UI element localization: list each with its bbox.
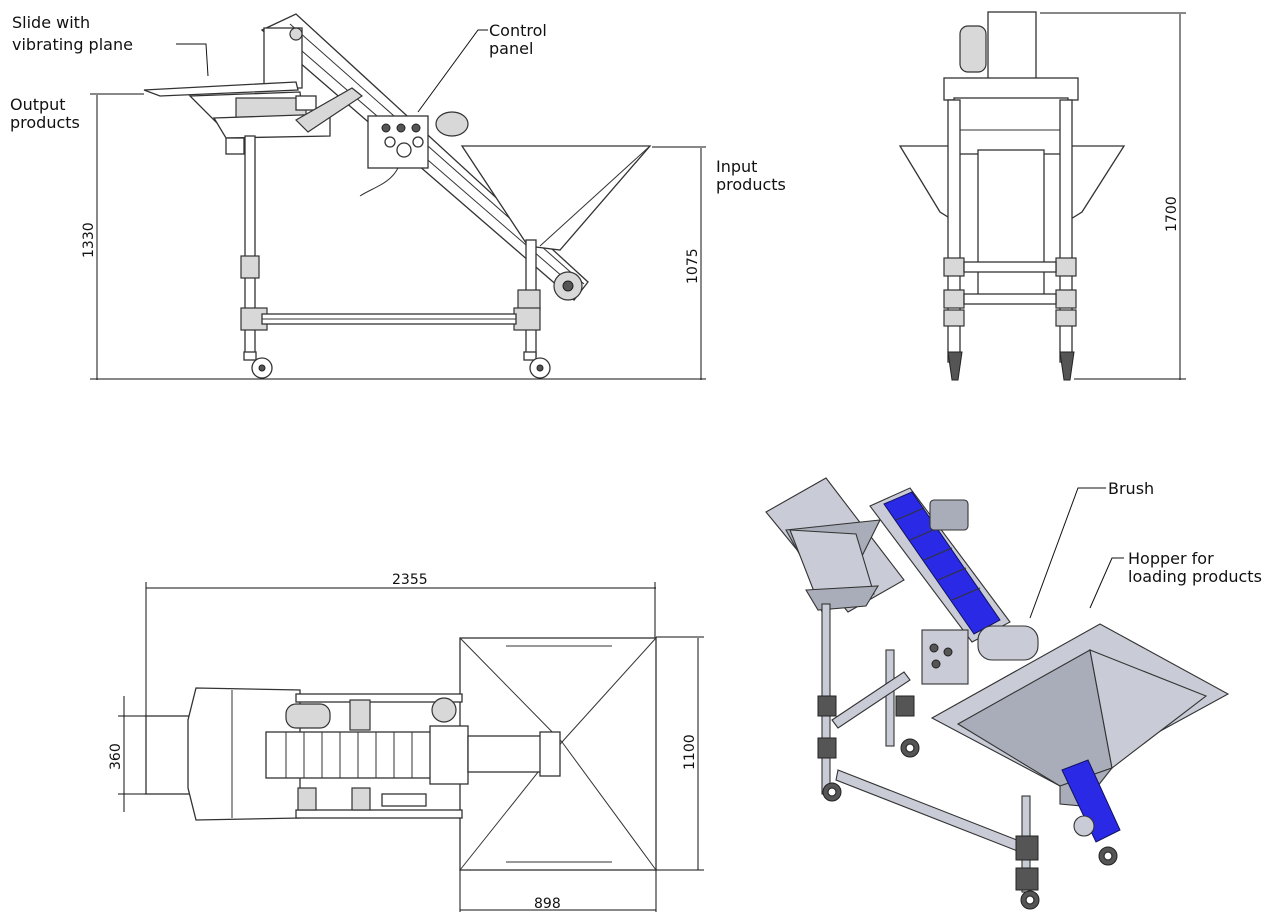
input-label-line2: products: [716, 175, 786, 194]
dimension-front-height: 1700: [1164, 196, 1180, 232]
dimension-width: 1100: [682, 734, 698, 770]
output-label-line1: Output: [10, 95, 66, 114]
control-label-line1: Control: [489, 21, 547, 40]
top-view: [118, 582, 704, 912]
dimension-chute-width: 360: [108, 743, 124, 770]
hopper-label-line1: Hopper for: [1128, 549, 1214, 568]
isometric-view: [765, 477, 1230, 910]
control-panel-box: [359, 115, 429, 197]
slide-label-line2: vibrating plane: [12, 35, 133, 54]
hopper-label-line2: loading products: [1128, 567, 1262, 586]
dimension-length: 2355: [392, 572, 428, 588]
control-label-line2: panel: [489, 39, 533, 58]
input-label-line1: Input: [716, 157, 757, 176]
slide-label-line1: Slide with: [12, 13, 90, 32]
output-label-line2: products: [10, 113, 80, 132]
side-view: [90, 13, 706, 380]
front-view: [898, 11, 1186, 381]
brush-label: Brush: [1108, 479, 1154, 498]
dimension-input-height: 1075: [685, 248, 701, 284]
dimension-hopper-width: 898: [534, 896, 561, 912]
dimension-side-height: 1330: [81, 222, 97, 258]
